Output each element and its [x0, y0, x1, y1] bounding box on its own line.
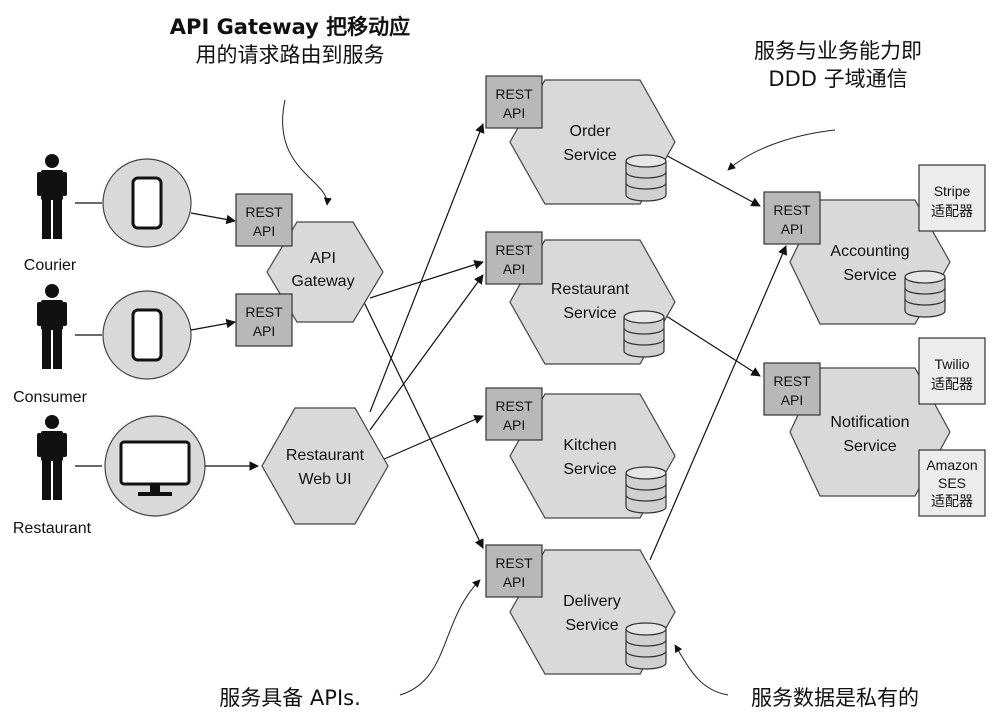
restaurant-person-icon: [37, 415, 67, 500]
accounting-service-label-line1: Accounting: [830, 243, 909, 260]
amazon-ses-adapter: Amazon SES 适配器: [918, 449, 986, 517]
order-service: Order Service: [509, 79, 676, 205]
amazon-adapter-label-line1: Amazon: [926, 457, 977, 473]
database-icon: [623, 310, 665, 358]
consumer-person-icon: [37, 284, 67, 369]
rest-api-label-line1: REST: [495, 242, 533, 258]
delivery-service-rest-api: REST API: [485, 544, 543, 598]
monitor-icon: [119, 440, 191, 496]
rest-api-label-line2: API: [781, 221, 804, 237]
kitchen-service-rest-api: REST API: [485, 387, 543, 441]
notification-service-label-line1: Notification: [830, 414, 909, 431]
twilio-adapter-label-line2: 适配器: [931, 376, 973, 392]
annotation-gateway-line1: API Gateway 把移动应: [170, 15, 410, 39]
stripe-adapter: Stripe 适配器: [918, 164, 986, 232]
restaurant-service: Restaurant Service: [509, 239, 676, 365]
database-icon: [904, 270, 946, 318]
restaurant-web-ui: Restaurant Web UI: [261, 407, 389, 525]
annotation-ddd-line2: DDD 子域通信: [768, 67, 907, 91]
gateway-label-line1: API: [310, 250, 336, 267]
stripe-adapter-label-line1: Stripe: [934, 183, 971, 199]
kitchen-service-label-line1: Kitchen: [563, 437, 616, 454]
consumer-to-gateway-arrow: [190, 318, 236, 331]
webui-label-line2: Web UI: [298, 471, 351, 488]
amazon-adapter-label-line2: SES: [938, 475, 966, 491]
annotation-ddd-pointer: [727, 129, 836, 171]
accounting-service-label-line2: Service: [843, 267, 896, 284]
gateway-to-restaurant-service-arrow: [369, 260, 484, 299]
restaurant-service-label-line1: Restaurant: [551, 281, 630, 298]
gateway-rest-api-bottom: REST API: [235, 293, 293, 347]
order-service-label-line2: Service: [563, 147, 616, 164]
database-icon: [625, 154, 667, 202]
gateway-to-delivery-service-arrow: [361, 297, 484, 549]
actor-courier-label: Courier: [24, 257, 77, 274]
webui-to-restaurant-service-arrow: [369, 274, 484, 431]
rest-api-label-line1: REST: [773, 373, 811, 389]
order-service-rest-api: REST API: [485, 75, 543, 129]
webui-to-kitchen-service-arrow: [381, 415, 484, 461]
rest-api-label-line2: API: [253, 223, 276, 239]
order-service-label-line1: Order: [570, 123, 612, 140]
rest-api-label-line1: REST: [245, 204, 283, 220]
delivery-service-label-line1: Delivery: [563, 593, 621, 610]
webui-label-line1: Restaurant: [286, 447, 365, 464]
delivery-service: Delivery Service: [509, 549, 676, 675]
restaurant-service-label-line2: Service: [563, 305, 616, 322]
restaurant-service-rest-api: REST API: [485, 231, 543, 285]
rest-api-label-line2: API: [503, 417, 526, 433]
database-icon: [625, 466, 667, 514]
connections: [361, 123, 787, 561]
annotation-apis: 服务具备 APIs.: [219, 686, 361, 710]
gateway-rest-api-top: REST API: [235, 193, 293, 247]
rest-api-label-line1: REST: [773, 202, 811, 218]
api-gateway: API Gateway: [266, 221, 384, 323]
accounting-service-rest-api: REST API: [763, 191, 821, 245]
rest-api-label-line2: API: [253, 323, 276, 339]
consumer-phone-device: [102, 290, 192, 380]
notification-service: Notification Service: [789, 367, 951, 497]
rest-api-label-line2: API: [781, 392, 804, 408]
twilio-adapter-label-line1: Twilio: [934, 356, 969, 372]
courier-to-gateway-arrow: [190, 212, 236, 225]
annotation-private-data-pointer: [674, 644, 729, 696]
twilio-adapter: Twilio 适配器: [918, 337, 986, 405]
database-icon: [625, 622, 667, 670]
annotation-gateway-line2: 用的请求路由到服务: [196, 43, 385, 67]
actor-restaurant-label: Restaurant: [13, 520, 92, 537]
phone-icon: [131, 176, 163, 230]
courier-phone-device: [102, 158, 192, 248]
rest-api-label-line2: API: [503, 574, 526, 590]
notification-service-label-line2: Service: [843, 438, 896, 455]
gateway-label-line2: Gateway: [291, 273, 354, 290]
rest-api-label-line1: REST: [495, 86, 533, 102]
amazon-adapter-label-line3: 适配器: [931, 493, 973, 509]
rest-api-label-line2: API: [503, 105, 526, 121]
webui-to-order-service-arrow: [369, 123, 485, 413]
delivery-to-accounting-arrow: [649, 245, 787, 561]
delivery-service-label-line2: Service: [565, 617, 618, 634]
annotation-apis-pointer: [399, 579, 481, 696]
phone-icon: [131, 308, 163, 362]
annotation-private-data: 服务数据是私有的: [751, 686, 919, 710]
annotation-gateway-pointer: [282, 99, 332, 206]
rest-api-label-line1: REST: [495, 398, 533, 414]
restaurant-monitor-device: [104, 415, 206, 517]
kitchen-service: Kitchen Service: [509, 393, 676, 519]
restaurant-to-notification-arrow: [659, 311, 761, 377]
order-to-accounting-arrow: [659, 151, 761, 207]
kitchen-service-label-line2: Service: [563, 461, 616, 478]
notification-service-rest-api: REST API: [763, 362, 821, 416]
rest-api-label-line1: REST: [245, 304, 283, 320]
annotation-ddd-line1: 服务与业务能力即: [754, 39, 922, 63]
courier-person-icon: [37, 154, 67, 239]
rest-api-label-line2: API: [503, 261, 526, 277]
actor-consumer-label: Consumer: [13, 389, 87, 406]
stripe-adapter-label-line2: 适配器: [931, 203, 973, 219]
accounting-service: Accounting Service: [789, 199, 951, 325]
rest-api-label-line1: REST: [495, 555, 533, 571]
